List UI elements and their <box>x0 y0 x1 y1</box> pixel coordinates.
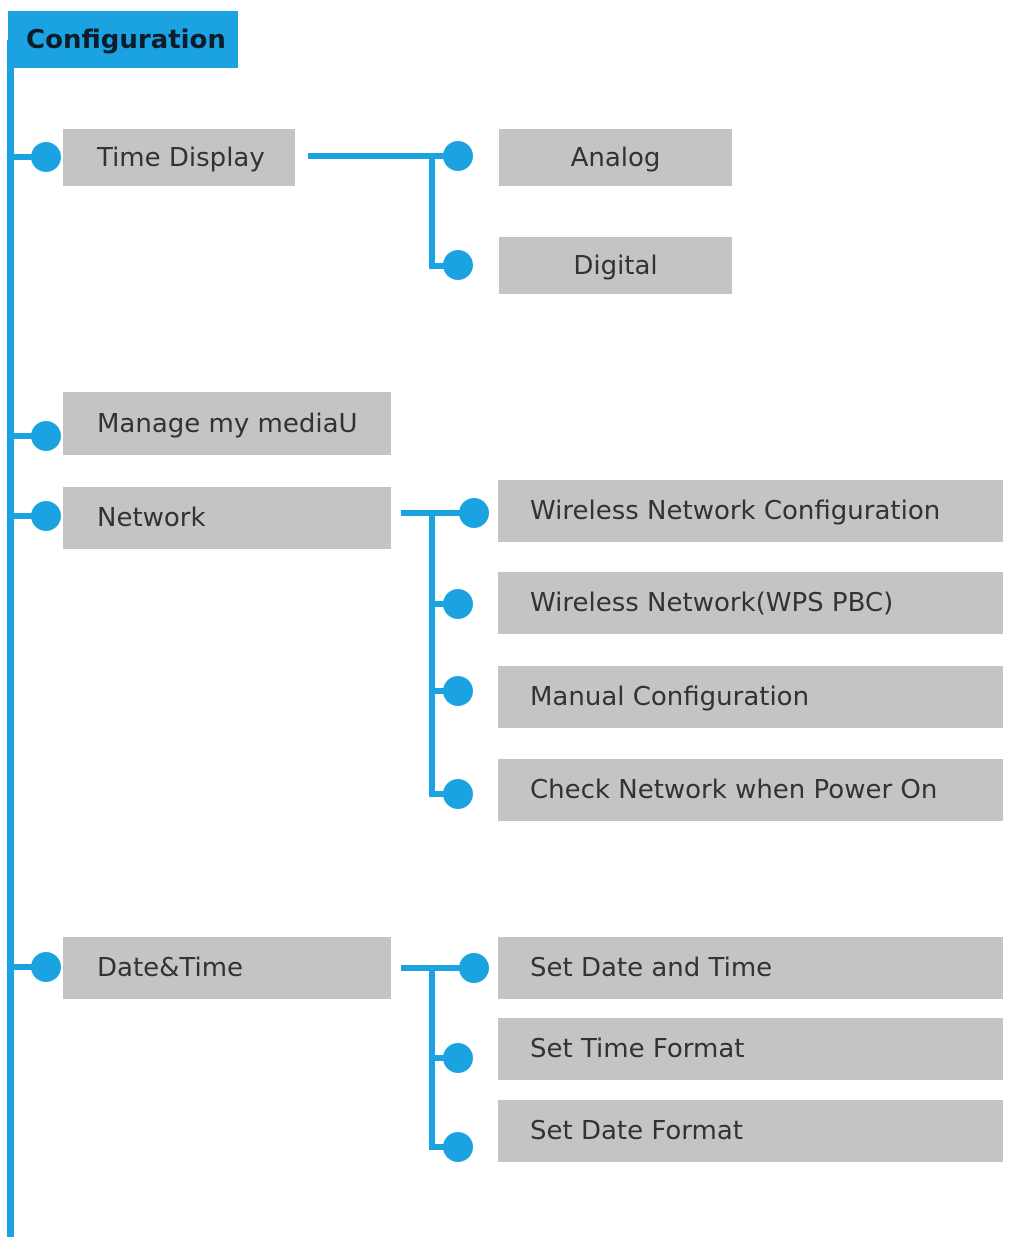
child-riser <box>429 510 435 797</box>
leaf-analog: Analog <box>499 129 732 186</box>
branch-manage-media: Manage my mediaU <box>63 392 391 455</box>
branch-node <box>31 142 61 172</box>
child-node <box>443 1043 473 1073</box>
branch-time-display: Time Display <box>63 129 295 186</box>
branch-connector <box>7 433 47 439</box>
child-node <box>443 676 473 706</box>
child-connector <box>401 510 475 516</box>
child-node <box>443 589 473 619</box>
child-node <box>459 498 489 528</box>
branch-network: Network <box>63 487 391 549</box>
child-node <box>459 953 489 983</box>
branch-connector <box>7 513 47 519</box>
leaf-set-date-format: Set Date Format <box>498 1100 1003 1162</box>
branch-connector <box>7 964 47 970</box>
leaf-set-time-format: Set Time Format <box>498 1018 1003 1080</box>
child-node <box>443 141 473 171</box>
branch-node <box>31 501 61 531</box>
diagram-title: Configuration <box>8 11 238 68</box>
main-spine <box>7 40 14 1237</box>
branch-connector <box>7 154 47 160</box>
leaf-check-network: Check Network when Power On <box>498 759 1003 821</box>
child-node <box>443 250 473 280</box>
leaf-digital: Digital <box>499 237 732 294</box>
branch-node <box>31 952 61 982</box>
child-riser <box>429 153 435 269</box>
branch-date-time: Date&Time <box>63 937 391 999</box>
child-node <box>443 779 473 809</box>
child-node <box>443 1132 473 1162</box>
child-connector <box>401 965 475 971</box>
leaf-set-date-time: Set Date and Time <box>498 937 1003 999</box>
leaf-wireless-config: Wireless Network Configuration <box>498 480 1003 542</box>
child-connector <box>308 153 458 159</box>
leaf-manual-config: Manual Configuration <box>498 666 1003 728</box>
leaf-wireless-wps: Wireless Network(WPS PBC) <box>498 572 1003 634</box>
branch-node <box>31 421 61 451</box>
